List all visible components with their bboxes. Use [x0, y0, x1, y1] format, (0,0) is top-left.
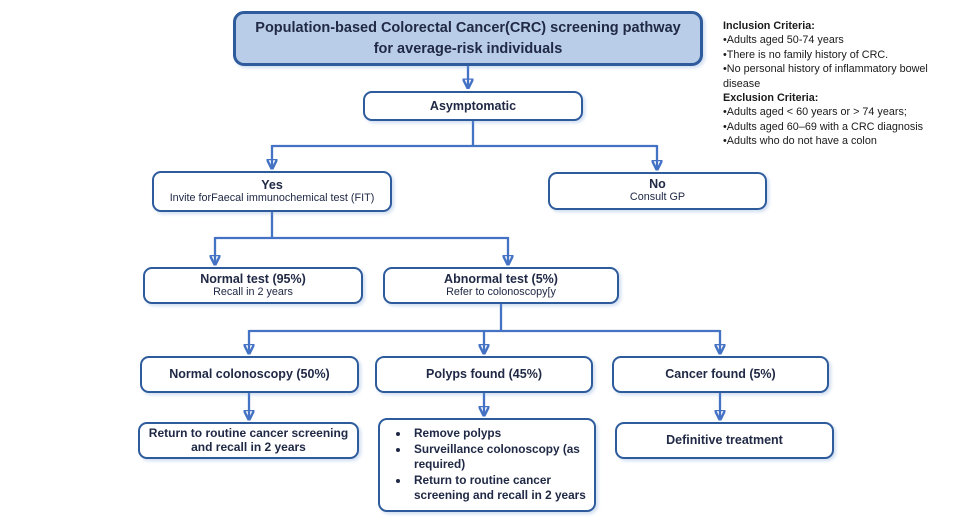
polyps-action-item: Surveillance colonoscopy (as required)	[410, 442, 588, 473]
node-normal-test-sublabel: Recall in 2 years	[213, 285, 293, 298]
node-return-routine-screening: Return to routine cancer screening and r…	[138, 422, 359, 459]
node-normal-colonoscopy: Normal colonoscopy (50%)	[140, 356, 359, 393]
node-polyps-found: Polyps found (45%)	[375, 356, 593, 393]
node-no-consult-gp: No Consult GP	[548, 172, 767, 210]
node-cancer-found-label: Cancer found (5%)	[665, 367, 776, 382]
node-yes-sublabel: Invite forFaecal immunochemical test (FI…	[169, 191, 375, 204]
inclusion-criteria-header: Inclusion Criteria:	[723, 20, 815, 32]
node-return-routine-label: Return to routine cancer screening and r…	[148, 425, 349, 454]
node-pathway-title: Population-based Colorectal Cancer(CRC) …	[233, 11, 703, 66]
node-definitive-treatment-label: Definitive treatment	[666, 433, 783, 448]
node-polyps-found-label: Polyps found (45%)	[426, 367, 542, 382]
node-normal-test: Normal test (95%) Recall in 2 years	[143, 267, 363, 304]
exclusion-criteria-item: •Adults aged 60–69 with a CRC diagnosis	[723, 120, 924, 133]
polyps-actions-list: Remove polyps Surveillance colonoscopy (…	[380, 426, 594, 504]
node-definitive-treatment: Definitive treatment	[615, 422, 834, 459]
node-polyps-actions: Remove polyps Surveillance colonoscopy (…	[378, 418, 596, 512]
node-asymptomatic: Asymptomatic	[363, 91, 583, 121]
polyps-action-item: Return to routine cancer screening and r…	[410, 473, 588, 504]
node-yes-fit: Yes Invite forFaecal immunochemical test…	[152, 171, 392, 212]
exclusion-criteria-header: Exclusion Criteria:	[723, 92, 819, 105]
pathway-title-text: Population-based Colorectal Cancer(CRC) …	[255, 20, 681, 57]
node-abnormal-test-sublabel: Refer to colonoscopy[y	[446, 285, 556, 298]
node-normal-test-label: Normal test (95%)	[200, 271, 306, 286]
exclusion-criteria-item: •Adults aged < 60 years or > 74 years;	[723, 106, 907, 119]
exclusion-criteria-item: •Adults who do not have a colon	[723, 135, 877, 148]
node-asymptomatic-label: Asymptomatic	[429, 98, 517, 113]
node-no-label: No	[649, 177, 666, 192]
criteria-panel: Inclusion Criteria: •Adults aged 50-74 y…	[723, 19, 945, 149]
inclusion-criteria-item: •No personal history of inflammatory bow…	[723, 63, 928, 90]
polyps-action-item: Remove polyps	[410, 426, 588, 442]
inclusion-criteria-item: •There is no family history of CRC.	[723, 48, 889, 61]
node-no-sublabel: Consult GP	[629, 191, 686, 204]
node-abnormal-test: Abnormal test (5%) Refer to colonoscopy[…	[383, 267, 619, 304]
inclusion-criteria-item: •Adults aged 50-74 years	[723, 34, 844, 47]
node-cancer-found: Cancer found (5%)	[612, 356, 829, 393]
node-normal-colonoscopy-label: Normal colonoscopy (50%)	[169, 367, 330, 382]
node-yes-label: Yes	[261, 177, 283, 192]
node-abnormal-test-label: Abnormal test (5%)	[444, 271, 558, 286]
